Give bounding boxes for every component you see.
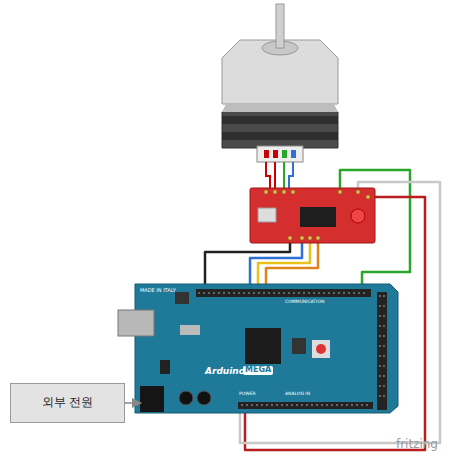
arduino-board xyxy=(118,284,398,413)
stepper-motor xyxy=(222,4,338,162)
watermark: fritzing xyxy=(396,437,438,451)
power-box: 외부 전원 xyxy=(10,383,125,423)
board-marking: COMMUNICATION xyxy=(285,300,324,305)
connector-arrow xyxy=(125,402,141,404)
board-marking: ANALOG IN xyxy=(285,392,310,397)
board-marking: POWER xyxy=(239,392,256,397)
board-model: MEGA xyxy=(243,366,273,375)
board-marking: MADE IN ITALY xyxy=(140,288,176,294)
power-label: 외부 전원 xyxy=(42,396,94,409)
motor-driver xyxy=(250,188,375,243)
board-logo: Arduino xyxy=(205,367,245,377)
arduino-mega-board: MADE IN ITALY COMMUNICATION ArduinoMEGA POW… xyxy=(135,284,398,413)
